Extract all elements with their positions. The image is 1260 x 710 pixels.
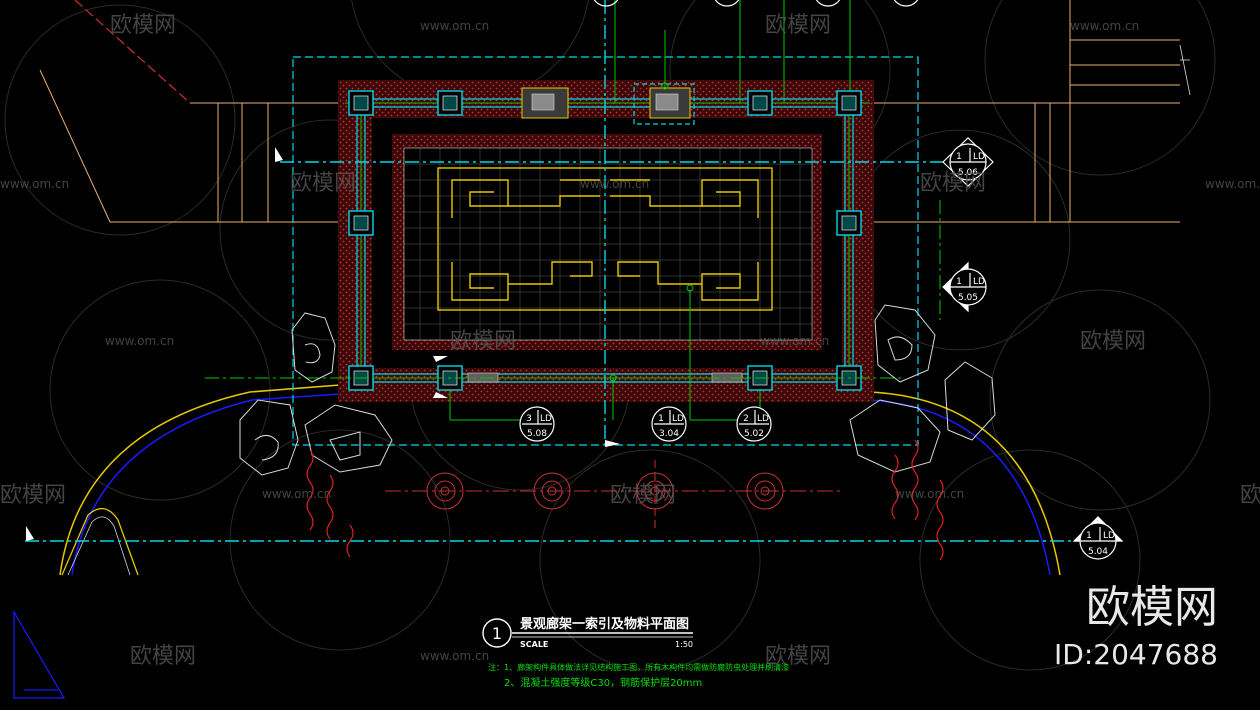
detail-marker-shapes: [519, 406, 772, 442]
watermark-brand: 欧模网: [1080, 329, 1146, 354]
title-block: [482, 618, 693, 648]
section-marker-2-sheet: LD: [973, 277, 985, 287]
watermark-brand: 欧模网: [1240, 483, 1260, 508]
drawing-number: 1: [492, 624, 502, 643]
axis-lines: [25, 0, 1100, 542]
watermark-url: www.om.cn: [262, 487, 331, 501]
top-grid-bubbles: [593, 0, 919, 7]
watermark-brand: 欧模网: [920, 171, 986, 196]
watermark-brand: 欧模网: [450, 329, 516, 354]
section-marker-2-ref: 5.05: [958, 293, 978, 303]
watermark-url: www.om.cn: [420, 19, 489, 33]
detail-marker-3-id: 2: [743, 414, 749, 424]
note-line-1: 注：1、廊架构件具体做法详见结构施工图，所有木构件均需做防腐防虫处理并刷清漆: [488, 662, 789, 672]
watermark-brand: 欧模网: [610, 483, 676, 508]
plaza-arc: [59, 384, 1061, 576]
watermark-brand: 欧模网: [765, 13, 831, 38]
plant-lines: [306, 439, 944, 561]
detail-marker-labels: 3 LD 5.08 1 LD 3.04 2 LD 5.02: [526, 414, 769, 439]
right-context-lines: [1179, 44, 1191, 96]
section-marker-3-ref: 5.04: [1088, 547, 1108, 557]
detail-marker-3-sheet: LD: [757, 414, 769, 424]
watermark-large-brand: 欧模网: [1086, 582, 1218, 633]
landscape-stones: [239, 304, 996, 476]
drawing-title: 景观廊架一索引及物料平面图: [520, 616, 689, 632]
watermark-url: www.om.cn: [1205, 177, 1260, 191]
red-centerlines: [385, 460, 840, 530]
section-marker-labels: 1 LD 5.06 1 LD 5.05 1 LD 5.04: [956, 152, 1115, 557]
watermark-url: www.om.cn: [0, 177, 69, 191]
note-line-2: 2、混凝土强度等级C30，钢筋保护层20mm: [504, 676, 702, 689]
axis-end-markers: [26, 147, 620, 541]
watermark-url: www.om.cn: [105, 334, 174, 348]
section-marker-1-id: 1: [956, 152, 962, 162]
watermark-id-label: ID:2047688: [1054, 638, 1218, 671]
section-marker-3-sheet: LD: [1103, 531, 1115, 541]
detail-marker-1-id: 3: [526, 414, 532, 424]
paving-grid: [404, 148, 812, 340]
section-marker-1-sheet: LD: [973, 152, 985, 162]
watermark-brand: 欧模网: [0, 483, 66, 508]
watermark-brand: 欧模网: [765, 644, 831, 669]
section-marker-2-id: 1: [956, 277, 962, 287]
red-boundary-line: [74, 0, 191, 104]
watermark-url: www.om.cn: [580, 177, 649, 191]
section-marker-3-id: 1: [1086, 531, 1092, 541]
section-marker-shapes: [942, 137, 1124, 560]
watermark-url: www.om.cn: [760, 334, 829, 348]
green-axis-lines: [205, 200, 941, 379]
section-marker-1-ref: 5.06: [958, 168, 978, 178]
north-triangle: [13, 609, 66, 699]
detail-marker-2-id: 1: [658, 414, 664, 424]
detail-marker-2-sheet: LD: [672, 414, 684, 424]
watermark-brand: 欧模网: [290, 171, 356, 196]
lamp-symbols: [426, 472, 784, 510]
watermark-brand: 欧模网: [110, 13, 176, 38]
watermark-brand: 欧模网: [130, 644, 196, 669]
detail-marker-3-ref: 5.02: [744, 429, 764, 439]
watermark-layer: 欧模网 www.om.cn 欧模网 www.om.cn www.om.cn 欧模…: [0, 13, 1260, 669]
watermark-url: www.om.cn: [895, 487, 964, 501]
top-feature-blocks: [521, 82, 695, 125]
detail-marker-1-ref: 5.08: [527, 429, 547, 439]
column-plinths: [348, 90, 862, 391]
detail-marker-1-sheet: LD: [540, 414, 552, 424]
watermark-url: www.om.cn: [1070, 19, 1139, 33]
scale-value: 1:50: [675, 640, 693, 649]
scale-label: SCALE: [520, 640, 548, 649]
watermark-url: www.om.cn: [420, 649, 489, 663]
detail-marker-2-ref: 3.04: [659, 429, 679, 439]
